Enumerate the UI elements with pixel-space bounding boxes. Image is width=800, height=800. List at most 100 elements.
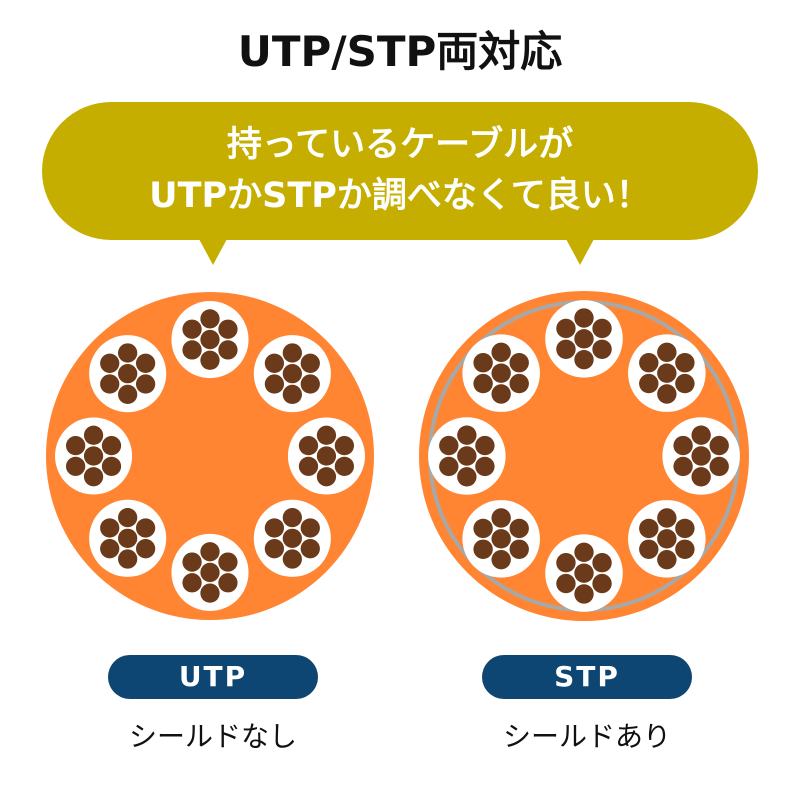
strand — [673, 456, 693, 477]
strand — [200, 350, 220, 370]
strand — [592, 318, 612, 339]
strand — [639, 539, 659, 559]
bubble-line-1: 持っているケーブルが — [226, 125, 574, 165]
strand — [316, 425, 337, 445]
strand — [100, 518, 120, 538]
strand — [182, 340, 202, 360]
strand — [316, 446, 337, 466]
strand — [300, 353, 320, 373]
strand — [282, 528, 302, 548]
strand — [475, 456, 495, 477]
strand — [83, 446, 104, 466]
strand — [556, 573, 576, 594]
strand — [657, 342, 677, 363]
strand — [118, 384, 138, 405]
strand — [83, 425, 104, 445]
strand — [574, 349, 594, 370]
strand — [118, 364, 138, 384]
strand — [509, 518, 529, 539]
strand — [334, 436, 355, 456]
strand — [675, 373, 695, 394]
strand — [675, 353, 695, 373]
strand — [300, 539, 320, 559]
strand — [65, 436, 86, 456]
speech-bubble-text: 持っているケーブルが UTPかSTPか調べなくて良い！ — [42, 120, 758, 222]
strand — [675, 539, 695, 559]
strand — [473, 353, 493, 373]
strand — [691, 425, 711, 445]
strand — [491, 508, 511, 528]
strand — [282, 384, 302, 405]
strand — [100, 539, 120, 559]
strand — [200, 583, 220, 603]
strand — [182, 319, 202, 339]
strand — [300, 518, 320, 538]
strand — [300, 374, 320, 394]
strand — [218, 552, 238, 572]
strand — [657, 363, 677, 383]
strand — [592, 573, 612, 594]
strand — [657, 529, 677, 549]
strand — [556, 339, 576, 359]
strand — [556, 318, 576, 339]
strand — [457, 446, 477, 466]
bubble-line-2: UTPかSTPか調べなくて良い！ — [149, 176, 651, 216]
strand — [101, 436, 122, 456]
strand — [675, 518, 695, 539]
strand — [491, 363, 511, 383]
page-title: UTP/STP両対応 — [237, 27, 563, 76]
strand — [473, 518, 493, 539]
strand — [491, 549, 511, 570]
strand — [282, 549, 302, 569]
strand — [182, 552, 202, 572]
strand — [639, 518, 659, 539]
strand — [439, 435, 459, 456]
strand — [264, 374, 285, 394]
strand — [475, 435, 495, 456]
speech-bubble-tail-left — [199, 239, 227, 265]
strand — [691, 446, 711, 466]
strand — [118, 528, 138, 548]
strand — [509, 373, 529, 394]
stp-description: シールドあり — [502, 720, 671, 753]
strand — [218, 319, 238, 339]
strand — [182, 573, 202, 593]
strand — [574, 308, 594, 328]
strand — [135, 518, 156, 538]
strand — [298, 436, 319, 456]
strand — [282, 343, 302, 363]
strand — [264, 539, 285, 559]
strand — [264, 353, 285, 373]
stp-label-badge: STP — [482, 655, 692, 699]
strand — [457, 467, 477, 487]
strand — [316, 467, 337, 487]
strand — [509, 539, 529, 559]
utp-label-badge: UTP — [108, 655, 318, 699]
strand — [592, 553, 612, 573]
strand — [574, 329, 594, 349]
strand — [200, 562, 220, 583]
strand — [282, 364, 302, 384]
strand — [118, 507, 138, 528]
strand — [200, 329, 220, 350]
strand — [135, 374, 156, 394]
strand — [118, 343, 138, 363]
utp-description: シールドなし — [128, 720, 297, 753]
strand — [218, 573, 238, 593]
strand — [100, 353, 120, 373]
strand — [574, 584, 594, 604]
strand — [457, 425, 477, 445]
strand — [264, 518, 285, 538]
strand — [473, 373, 493, 394]
strand — [639, 373, 659, 394]
strand — [639, 353, 659, 373]
strand — [709, 456, 729, 477]
strand — [592, 339, 612, 359]
strand — [100, 374, 120, 394]
strand — [298, 456, 319, 476]
strand — [282, 507, 302, 528]
strand — [118, 549, 138, 569]
strand — [491, 342, 511, 363]
strand — [491, 529, 511, 549]
strand — [574, 563, 594, 583]
